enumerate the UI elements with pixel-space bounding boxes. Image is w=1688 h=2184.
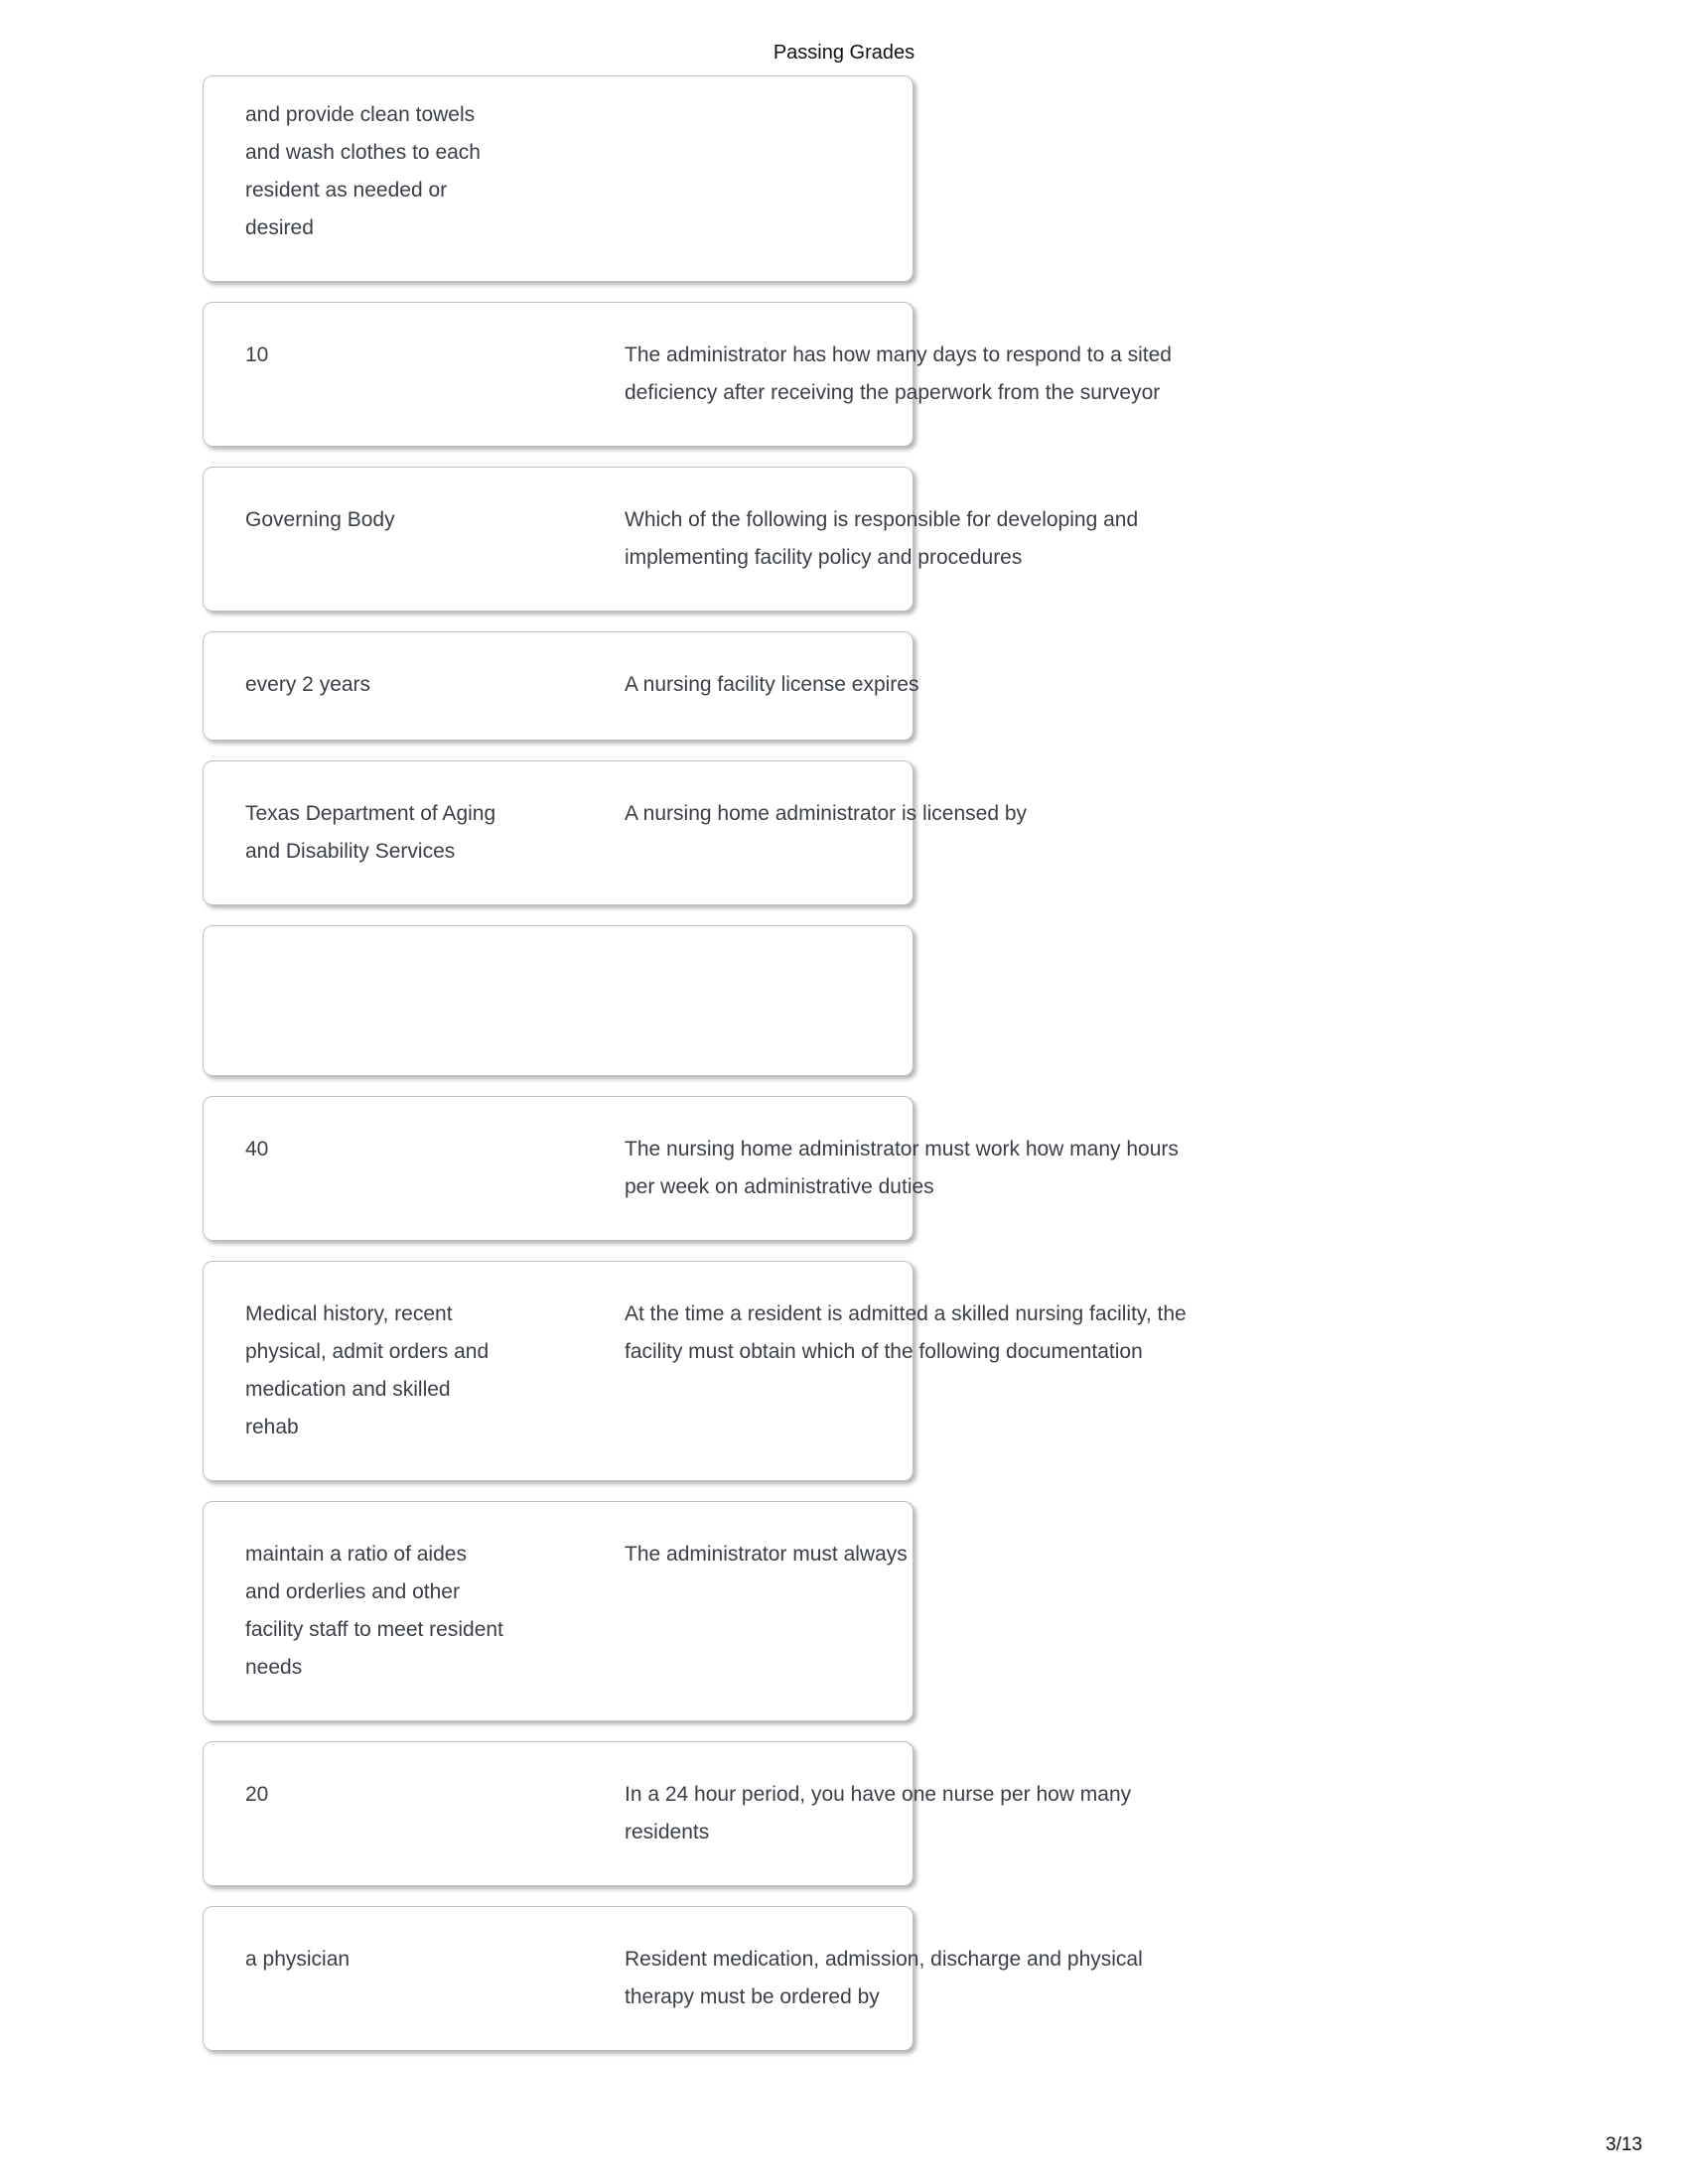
page-title: Passing Grades [773, 42, 915, 64]
card: and provide clean towels and wash clothe… [203, 75, 914, 282]
card [203, 925, 914, 1076]
card: every 2 years A nursing facility license… [203, 631, 918, 741]
card: 20 In a 24 hour period, you have one nur… [203, 1741, 1131, 1886]
card-definition: Resident medication, admission, discharg… [625, 1948, 1143, 2008]
card-term: maintain a ratio of aides and orderlies … [245, 1543, 503, 1679]
page-number: 3/13 [1606, 2134, 1642, 2155]
card: maintain a ratio of aides and orderlies … [203, 1501, 914, 1721]
card-term: Governing Body [245, 508, 395, 531]
card-term: a physician [245, 1948, 351, 1971]
card: Texas Department of Aging and Disability… [203, 760, 1027, 905]
card: 40 The nursing home administrator must w… [203, 1096, 1179, 1241]
card: a physician Resident medication, admissi… [203, 1906, 1143, 2051]
card: 10 The administrator has how many days t… [203, 302, 1172, 447]
card-term: and provide clean towels and wash clothe… [245, 103, 481, 239]
card-definition: The administrator has how many days to r… [625, 343, 1172, 404]
card-definition: In a 24 hour period, you have one nurse … [625, 1783, 1132, 1843]
card-definition: Which of the following is responsible fo… [625, 508, 1139, 569]
card-definition: At the time a resident is admitted a ski… [625, 1302, 1187, 1363]
card-definition: A nursing home administrator is licensed… [625, 802, 1028, 825]
card-definition: The nursing home administrator must work… [625, 1138, 1179, 1198]
card-term: Texas Department of Aging and Disability… [245, 802, 496, 863]
card-definition: The administrator must always [625, 1543, 908, 1566]
card: Governing Body Which of the following is… [203, 467, 1138, 612]
card-term: 40 [245, 1138, 269, 1160]
card-definition: A nursing facility license expires [625, 673, 919, 696]
card-list: and provide clean towels and wash clothe… [203, 75, 1187, 2071]
card-term: 10 [245, 343, 269, 366]
card-term: 20 [245, 1783, 269, 1806]
card-term: every 2 years [245, 673, 371, 696]
card: Medical history, recent physical, admit … [203, 1261, 1187, 1481]
card-term: Medical history, recent physical, admit … [245, 1302, 490, 1438]
